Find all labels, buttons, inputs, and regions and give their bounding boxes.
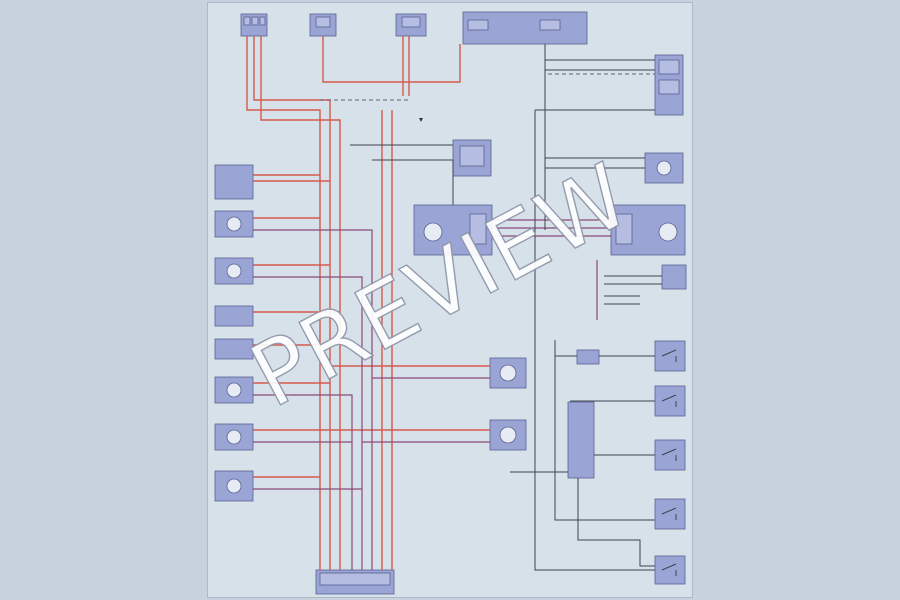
bottom-connector: [315, 569, 395, 595]
wiring-diagram-page: [207, 2, 693, 598]
arrow-marker: [419, 118, 423, 122]
top-connector-left: [240, 13, 268, 37]
center-motor-2: [489, 419, 527, 451]
junction-block: [567, 401, 595, 479]
right-module: [644, 152, 684, 184]
switch-4: [654, 498, 686, 530]
left-component-3: [214, 305, 254, 327]
center-motor-1: [489, 357, 527, 389]
top-connector-center-left: [309, 13, 337, 37]
switch-1: [654, 340, 686, 372]
top-fuse-box: [462, 11, 588, 45]
preview-watermark: PREVIEW: [234, 143, 647, 428]
controller-module: [214, 164, 254, 200]
right-connector-top: [654, 54, 684, 116]
right-small-box: [661, 264, 687, 290]
left-component-6: [214, 423, 254, 451]
top-connector-center: [395, 13, 427, 37]
switch-5: [654, 555, 686, 585]
center-connector: [452, 139, 492, 177]
left-component-4: [214, 338, 254, 360]
switch-2: [654, 385, 686, 417]
dashed-lines: [320, 73, 655, 101]
left-component-5: [214, 376, 254, 404]
motor-assembly-right: [610, 204, 686, 256]
left-component-7: [214, 470, 254, 502]
signal-wires: [253, 219, 611, 570]
small-relay: [576, 349, 600, 365]
left-component-1: [214, 210, 254, 238]
switch-3: [654, 439, 686, 471]
left-component-2: [214, 257, 254, 285]
ground-wires: [350, 44, 662, 571]
power-wires: [246, 36, 490, 570]
